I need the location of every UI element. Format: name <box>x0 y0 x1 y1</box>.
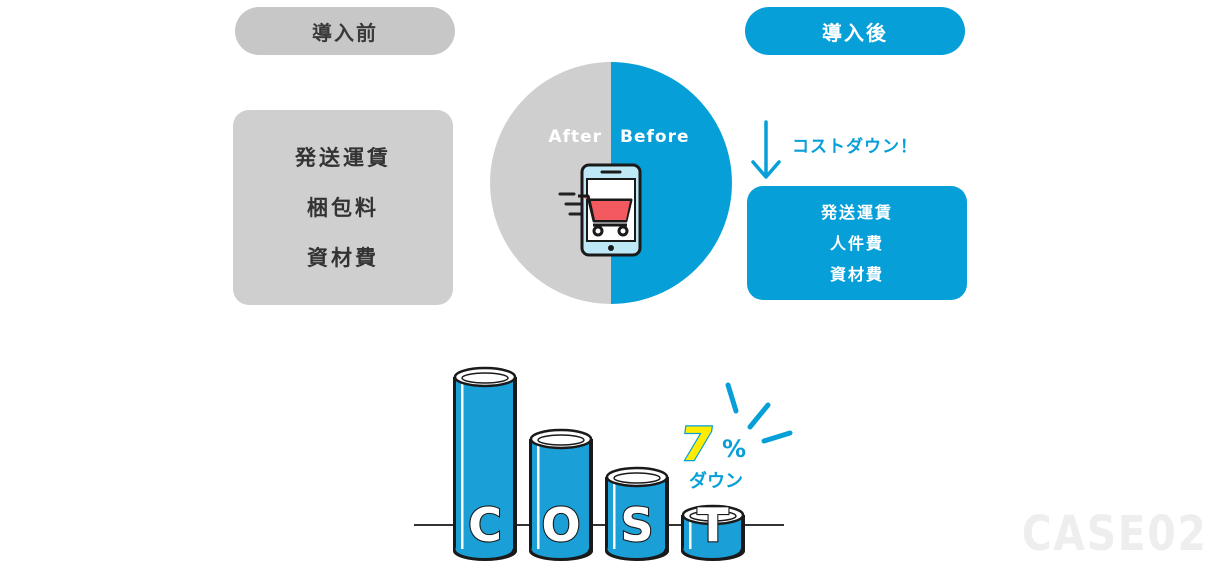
cost-letter: S <box>620 498 653 552</box>
burst-lines <box>725 382 793 444</box>
case-watermark: CASE02 <box>1022 506 1208 562</box>
after-cost-box: 発送運賃 人件費 資材費 <box>747 186 967 300</box>
cost-bar <box>453 366 517 561</box>
after-label: After <box>548 127 602 147</box>
after-item: 発送運賃 <box>820 202 893 222</box>
cost-bar <box>681 504 745 561</box>
after-pill-label: 導入後 <box>822 20 888 45</box>
before-item: 梱包料 <box>307 195 379 220</box>
after-item: 資材費 <box>829 264 884 284</box>
percent-value: 7 <box>677 417 717 471</box>
cost-letter: T <box>697 498 729 552</box>
arrow-down-icon <box>751 120 781 179</box>
cost-bar <box>605 466 669 561</box>
cost-bar <box>529 428 593 561</box>
before-after-circle: After Before <box>490 62 732 304</box>
before-cost-box: 発送運賃 梱包料 資材費 <box>233 110 453 305</box>
cost-down-label: コストダウン！ <box>792 137 918 157</box>
before-label: Before <box>620 127 689 147</box>
before-item: 資材費 <box>307 245 379 270</box>
after-item: 人件費 <box>829 233 884 253</box>
cost-letter: O <box>541 498 580 552</box>
smartphone-cart-icon <box>558 163 642 257</box>
after-pill: 導入後 <box>745 7 965 55</box>
before-item: 発送運賃 <box>295 145 391 170</box>
cost-letter: C <box>468 498 502 552</box>
cost-down-note: コストダウン！ <box>751 120 962 182</box>
percent-sign: % <box>722 435 746 463</box>
before-pill-label: 導入前 <box>312 20 378 45</box>
before-pill: 導入前 <box>235 7 455 55</box>
down-label: ダウン <box>689 470 743 492</box>
